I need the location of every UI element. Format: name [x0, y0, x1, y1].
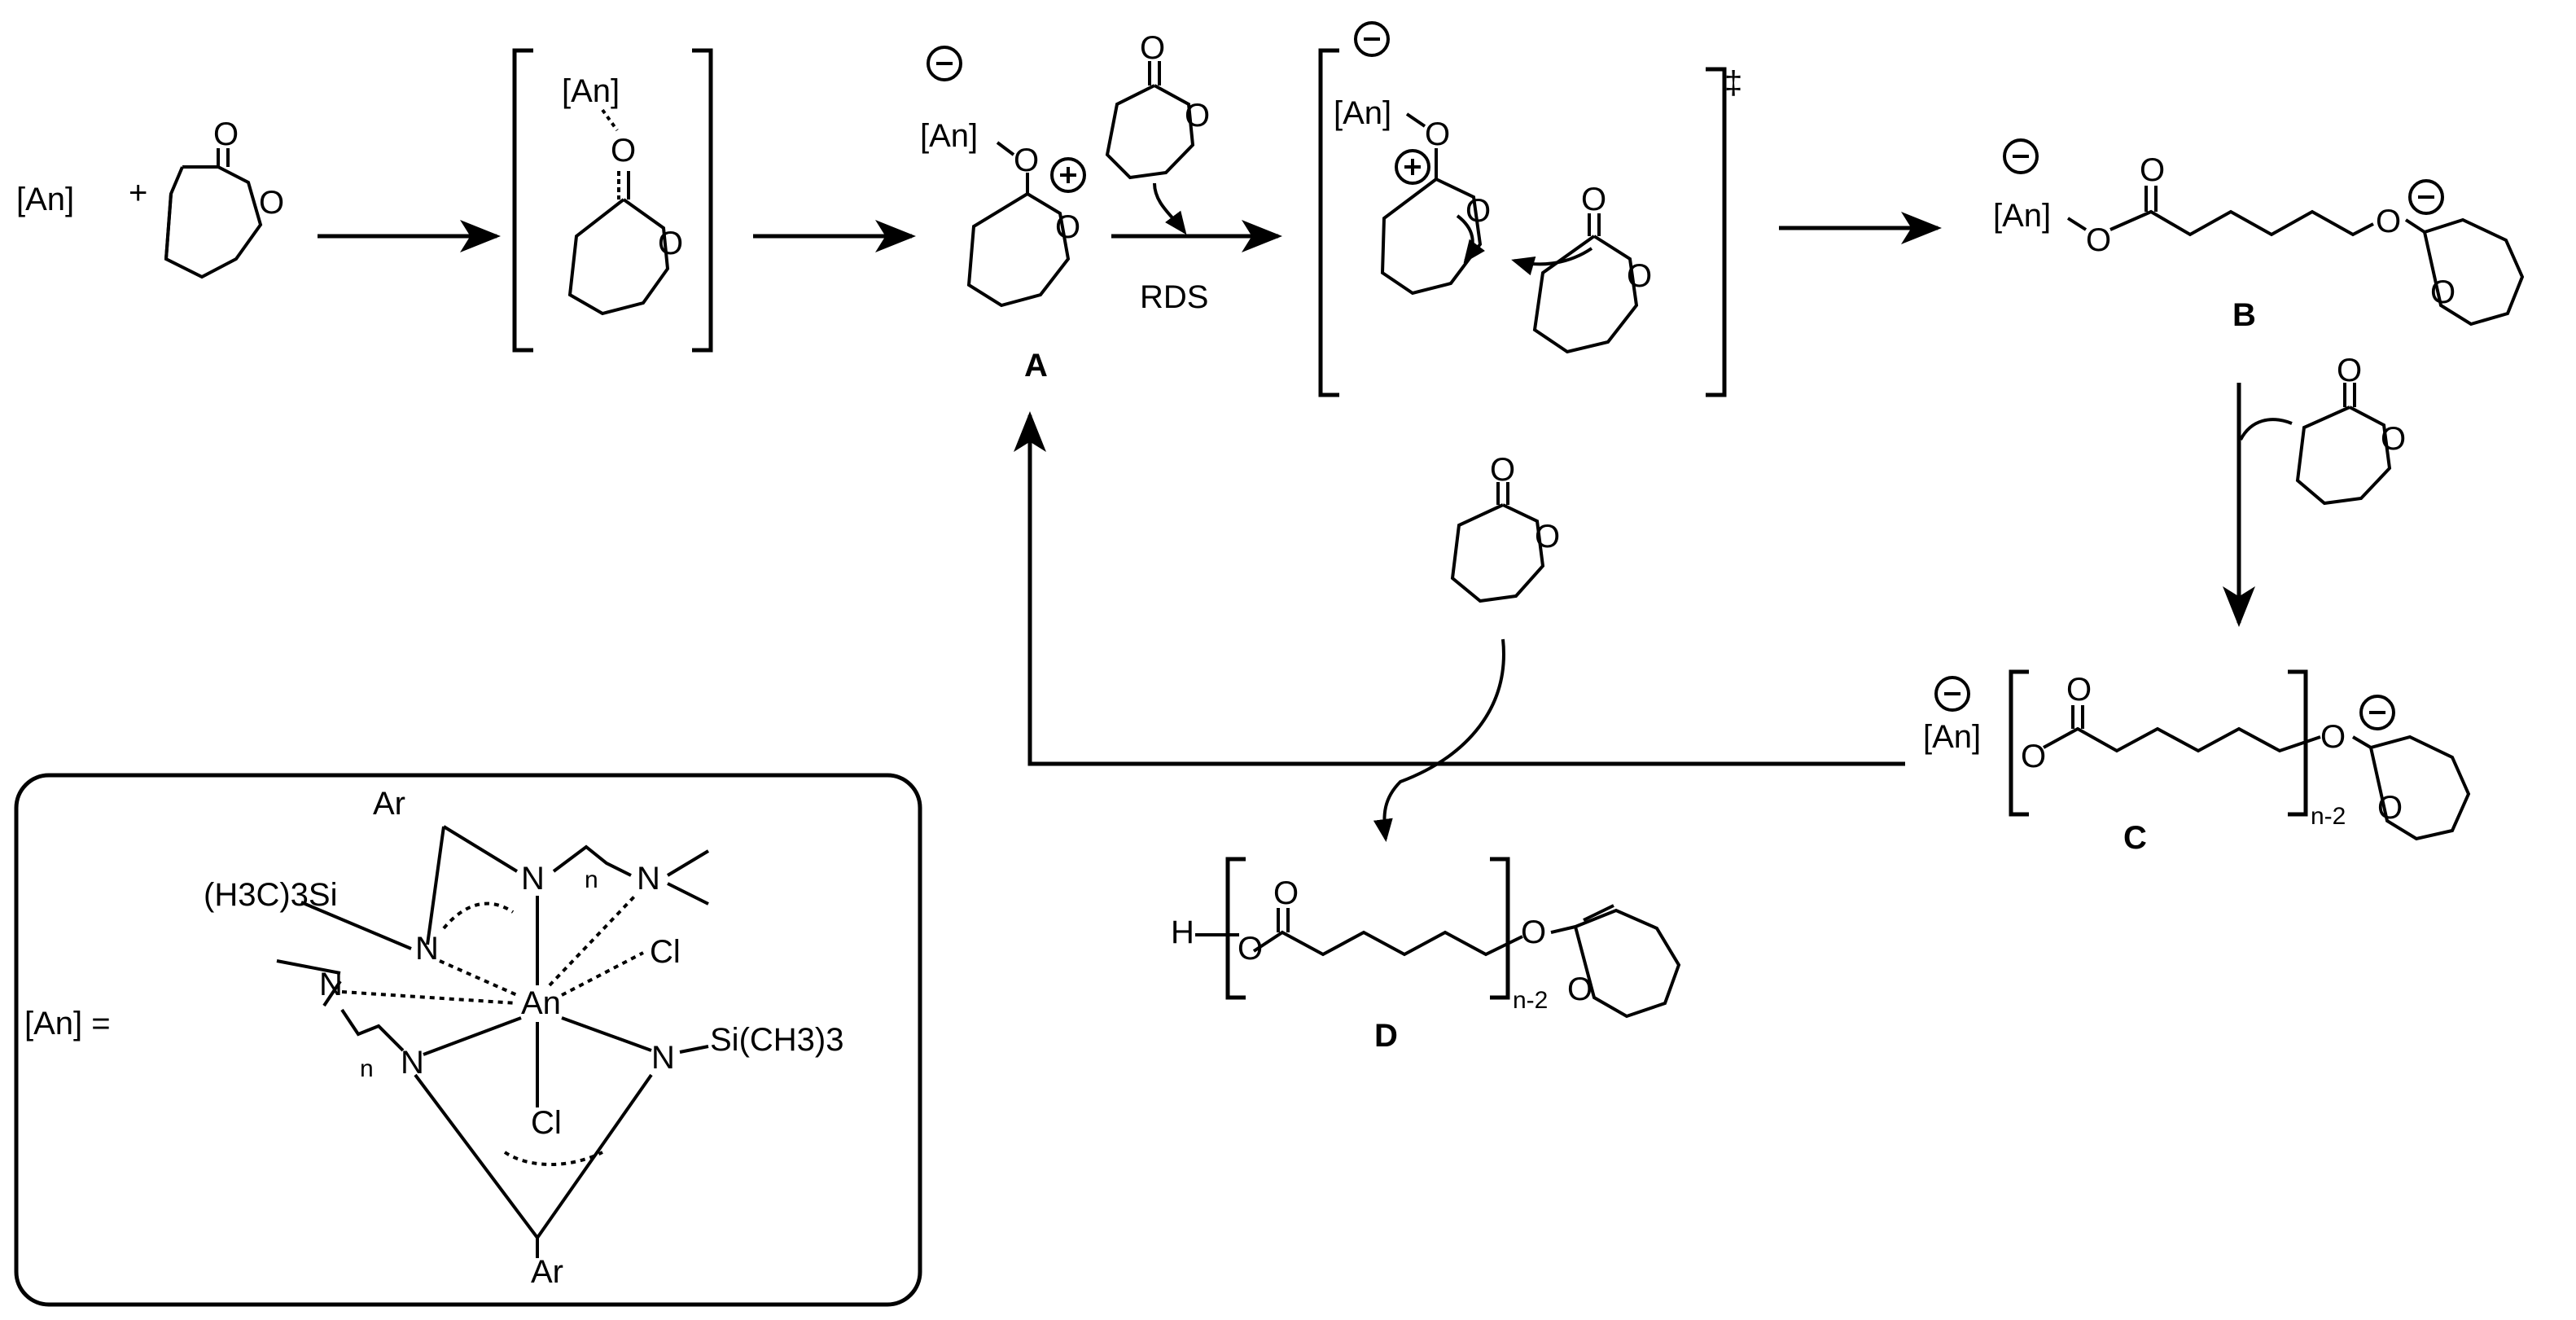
D-O-bridge: O — [1521, 914, 1546, 950]
monomer-rds-ring-O: O — [1185, 98, 1210, 134]
complex1-ring — [567, 108, 670, 316]
complex1-catalyst: [An] — [562, 73, 620, 109]
C-charge-minus — [1934, 676, 1970, 712]
reactant-group: [An] + O O — [16, 116, 284, 279]
caprolactone-reactant — [164, 148, 263, 279]
ligand-Ar-bottom: Ar — [531, 1254, 563, 1290]
monomer-b-ring-O: O — [2381, 421, 2406, 457]
ts-dagger: ‡ — [1724, 65, 1742, 101]
B-ring-O: O — [2430, 274, 2456, 310]
ligand-dative-bonds — [341, 894, 644, 1166]
transition-state: ‡ [An] O O O O — [1318, 21, 1742, 397]
C-ester-O: O — [2021, 739, 2046, 774]
intermediate-C: [An] n-2 O O O O C — [1923, 669, 2471, 856]
D-carbonyl-O: O — [1273, 875, 1299, 911]
D-chain — [1195, 908, 1523, 957]
ligand-metal: An — [521, 985, 561, 1021]
ligand-box: [An] = An Ar Ar (H3C)3Si Si(CH3)3 N N N … — [14, 773, 922, 1307]
monomer-d-carbonyl-O: O — [1490, 452, 1515, 488]
D-H: H — [1171, 914, 1194, 950]
return-arrow — [1014, 411, 1905, 766]
C-catalyst: [An] — [1923, 719, 1981, 755]
ligand-N-6: N — [651, 1040, 675, 1076]
bracket-left — [512, 48, 533, 353]
B-chain — [2066, 186, 2374, 237]
rds-label: RDS — [1140, 279, 1208, 315]
ts-charge-minus — [1354, 21, 1390, 57]
ligand-box-frame — [14, 773, 922, 1307]
D-subscript: n-2 — [1513, 987, 1548, 1014]
C-ring — [2351, 735, 2471, 841]
ligand-Cl-1: Cl — [650, 934, 681, 970]
ligand-Ar-top: Ar — [373, 786, 405, 822]
reactant-ring-O: O — [259, 185, 284, 221]
C-chain — [2043, 705, 2321, 753]
C-bracket-left — [2009, 669, 2029, 817]
C-subscript: n-2 — [2311, 803, 2346, 830]
A-charge-plus — [1050, 157, 1086, 193]
complex1-carbonyl-O: O — [611, 133, 636, 169]
reactant-carbonyl-O: O — [213, 116, 239, 152]
ts-bracket-left — [1318, 48, 1339, 397]
ts-ring2-O: O — [1627, 258, 1652, 294]
ligand-bonds — [276, 825, 710, 1258]
ts-bracket-right — [1706, 67, 1727, 397]
bracket-right — [692, 48, 713, 353]
ts-ring-1 — [1380, 112, 1483, 296]
monomer-d-ring-O: O — [1535, 519, 1560, 555]
ligand-tms-right: Si(CH3)3 — [710, 1022, 843, 1058]
product-D: H n-2 O O O O D — [1171, 857, 1681, 1054]
ligand-N-2: N — [521, 861, 545, 897]
C-ring-O: O — [2377, 790, 2403, 826]
monomer-rds: O O — [1105, 30, 1210, 235]
ligand-n-1: n — [585, 866, 598, 893]
B-charge-plus — [2408, 179, 2444, 215]
B-carbonyl-O: O — [2140, 152, 2165, 188]
A-ring — [966, 141, 1071, 308]
A-label: A — [1024, 348, 1048, 384]
ligand-N-3: N — [637, 861, 660, 897]
complex1-ring-O: O — [658, 226, 683, 261]
A-charge-minus — [927, 46, 962, 81]
ligand-label: [An] = — [24, 1006, 111, 1042]
B-O-bridge: O — [2376, 204, 2401, 239]
monomer-d: O O — [1373, 452, 1560, 842]
A-catalyst: [An] — [920, 118, 978, 154]
ts-ring-2 — [1456, 213, 1639, 354]
intermediate-A: [An] O O A — [920, 46, 1086, 384]
complex-1: [An] O O — [512, 48, 713, 353]
D-ring-O: O — [1567, 971, 1592, 1007]
B-label: B — [2232, 297, 2256, 333]
ts-ring1-O: O — [1465, 193, 1491, 229]
B-charge-minus — [2003, 138, 2039, 174]
ligand-N-5: N — [401, 1045, 424, 1081]
C-charge-plus — [2359, 695, 2395, 730]
ligand-Cl-2: Cl — [531, 1105, 562, 1141]
B-ring — [2404, 217, 2525, 327]
B-catalyst: [An] — [1993, 198, 2051, 234]
A-O-bridge: O — [1014, 143, 1039, 178]
intermediate-B: [An] O O O O B — [1993, 138, 2525, 333]
ts-O-bridge: O — [1425, 116, 1450, 152]
C-O-bridge: O — [2320, 719, 2346, 755]
D-label: D — [1374, 1018, 1398, 1054]
D-ring — [1550, 904, 1681, 1019]
monomer-rds-carbonyl-O: O — [1140, 30, 1165, 66]
ts-ring2-carbonyl-O: O — [1581, 182, 1606, 217]
monomer-b: O O — [2239, 353, 2406, 506]
B-ester-O: O — [2086, 222, 2111, 258]
D-bracket-left — [1225, 857, 1246, 1000]
plus-sign: + — [129, 175, 147, 211]
ts-charge-plus — [1395, 149, 1430, 185]
A-ring-O: O — [1055, 209, 1080, 245]
D-ester-O: O — [1238, 931, 1263, 967]
C-label: C — [2123, 820, 2147, 856]
monomer-b-carbonyl-O: O — [2337, 353, 2362, 388]
C-carbonyl-O: O — [2066, 672, 2092, 708]
D-bracket-right — [1490, 857, 1510, 1000]
ts-catalyst: [An] — [1334, 95, 1391, 131]
reactant-catalyst-label: [An] — [16, 182, 74, 217]
ligand-n-2: n — [360, 1055, 374, 1082]
